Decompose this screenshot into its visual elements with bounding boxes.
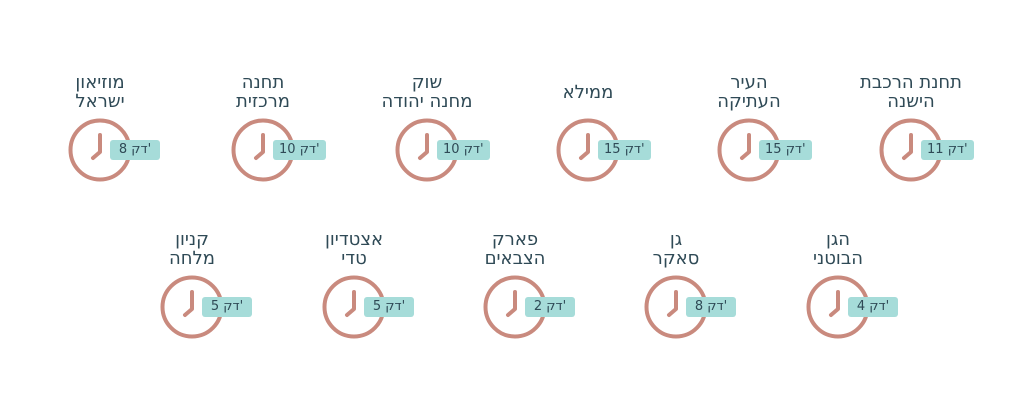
travel-time-badge: 4 דק' (848, 297, 898, 317)
destination-title: הגן הבוטני (813, 229, 863, 269)
destination-item: תחנה מרכזית 10 דק' (183, 70, 343, 210)
destination-title: פארק הצבאים (484, 229, 546, 269)
destination-title: שוק מחנה יהודה (381, 72, 473, 112)
travel-time-badge: 5 דק' (202, 297, 252, 317)
destination-title: קניון מלחה (169, 229, 215, 269)
destination-item: אצטדיון טדי 5 דק' (274, 227, 434, 367)
travel-time-badge: 11 דק' (921, 140, 974, 160)
destination-item: קניון מלחה 5 דק' (112, 227, 272, 367)
travel-time-badge: 10 דק' (437, 140, 490, 160)
destination-title: תחנת הרכבת הישנה (859, 72, 963, 112)
destination-item: שוק מחנה יהודה 10 דק' (347, 70, 507, 210)
destination-title: מוזיאון ישראל (75, 72, 125, 112)
travel-time-badge: 8 דק' (110, 140, 160, 160)
travel-time-badge: 15 דק' (598, 140, 651, 160)
travel-time-badge: 10 דק' (273, 140, 326, 160)
destination-title: תחנה מרכזית (236, 72, 290, 112)
travel-time-badge: 15 דק' (759, 140, 812, 160)
travel-time-badge: 2 דק' (525, 297, 575, 317)
destination-title: ממילא (562, 81, 614, 103)
destination-item: ממילא 15 דק' (508, 70, 668, 210)
destination-item: תחנת הרכבת הישנה 11 דק' (831, 70, 991, 210)
destination-item: גן סאקר 8 דק' (596, 227, 756, 367)
destination-item: מוזיאון ישראל 8 דק' (20, 70, 180, 210)
destination-title: העיר העתיקה (717, 72, 781, 112)
travel-time-badge: 8 דק' (686, 297, 736, 317)
destination-item: הגן הבוטני 4 דק' (758, 227, 918, 367)
destination-title: אצטדיון טדי (324, 229, 384, 269)
destination-title: גן סאקר (652, 229, 700, 269)
travel-time-badge: 5 דק' (364, 297, 414, 317)
destination-item: העיר העתיקה 15 דק' (669, 70, 829, 210)
destination-item: פארק הצבאים 2 דק' (435, 227, 595, 367)
